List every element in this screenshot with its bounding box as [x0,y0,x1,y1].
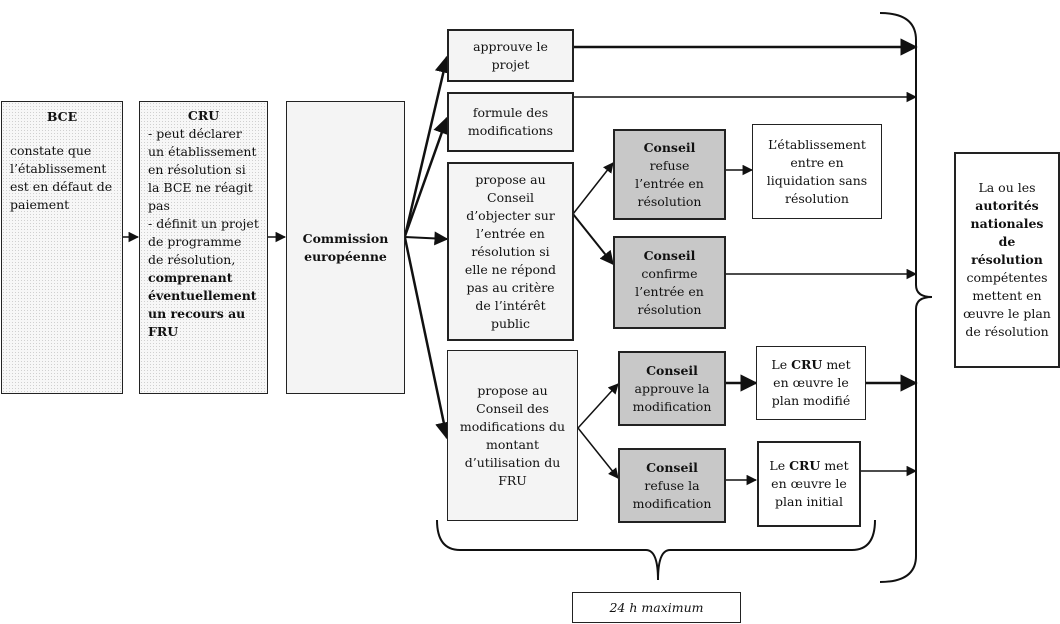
bce-text: constate que l’établissement est en défa… [10,143,113,212]
conseil-refusemodif-box: Conseil refuse la modification [618,448,726,523]
autorites-box: La ou les autorités nationales de résolu… [954,152,1060,368]
conseil-confirme-text: confirme l’entrée en résolution [635,265,704,317]
arrow-objecter-confirme [572,213,614,266]
cru-line1: - peut déclarer un établissement en réso… [148,126,257,213]
delai-text: 24 h maximum [609,599,704,615]
bce-title: BCE [46,109,78,124]
liquidation-box: L’établissement entre en liquidation san… [752,124,882,219]
approuve-box: approuve le projet [447,29,574,82]
conseil-approuve-text: approuve la modification [632,380,712,414]
arrow-commission-formule [403,116,450,237]
arrow-fru-approuve [577,383,619,429]
arrow-fru-refuse [577,427,619,479]
cru-modifie-cru: CRU [791,357,823,372]
conseil-confirme-title: Conseil [643,247,696,263]
cru-initial-pre: Le [769,458,786,473]
fru-box: propose au Conseil des modifications du … [447,350,578,521]
formule-text: formule des modifications [467,105,554,138]
cru-modifie-text: Le CRU met en œuvre le plan modifié [763,356,859,410]
commission-box: Commission européenne [286,101,405,394]
conseil-approuve-title: Conseil [646,362,698,378]
delai-box: 24 h maximum [572,592,741,623]
autorites-text: La ou les autorités nationales de résolu… [963,179,1051,341]
right-brace [879,12,933,583]
arrow-commission-objecter [404,231,449,246]
conseil-confirme-box: Conseil confirme l’entrée en résolution [613,236,726,329]
cru-initial-text: Le CRU met en œuvre le plan initial [767,457,851,511]
objecter-text: propose au Conseil d’objecter sur l’entr… [464,171,557,331]
conseil-approuve-box: Conseil approuve la modification [618,351,726,426]
arrow-commission-fru [403,237,453,440]
autorites-post: compétentes mettent en œuvre le plan de … [963,270,1051,339]
conseil-refuse-title: Conseil [643,139,696,155]
cru-initial-cru: CRU [789,458,821,473]
cru-line2-text: - définit un projet de programme de réso… [148,216,259,267]
arrow-commission-approuve [403,55,452,237]
cru-line2-bold: comprenant éventuellement un recours au … [148,270,257,339]
cru-modifie-pre: Le [771,357,788,372]
cru-modifie-box: Le CRU met en œuvre le plan modifié [756,346,866,420]
conseil-refusemodif-title: Conseil [646,459,698,475]
cru-modifie-post: met en œuvre le plan modifié [771,357,851,408]
approuve-text: approuve le projet [473,38,548,72]
autorites-bold: autorités nationales de résolution [970,198,1044,267]
objecter-box: propose au Conseil d’objecter sur l’entr… [447,162,574,341]
cru-initial-post: met en œuvre le plan initial [771,458,849,509]
cru-line2: - définit un projet de programme de réso… [148,215,259,341]
commission-label: Commission européenne [302,230,389,264]
cru-title: CRU [187,108,220,123]
cru-initial-box: Le CRU met en œuvre le plan initial [757,441,861,527]
cru-box: CRU - peut déclarer un établissement en … [139,101,268,394]
conseil-refuse-box: Conseil refuse l’entrée en résolution [613,129,726,220]
formule-box: formule des modifications [447,92,574,152]
fru-text: propose au Conseil des modifications du … [459,382,566,488]
conseil-refusemodif-text: refuse la modification [632,477,712,511]
bce-box: BCE constate que l’établissement est en … [1,101,123,394]
bottom-brace [436,519,876,581]
arrow-objecter-refuse [572,162,614,215]
liquidation-text: L’établissement entre en liquidation san… [766,136,868,206]
autorites-pre: La ou les [978,180,1036,195]
conseil-refuse-text: refuse l’entrée en résolution [635,157,704,209]
